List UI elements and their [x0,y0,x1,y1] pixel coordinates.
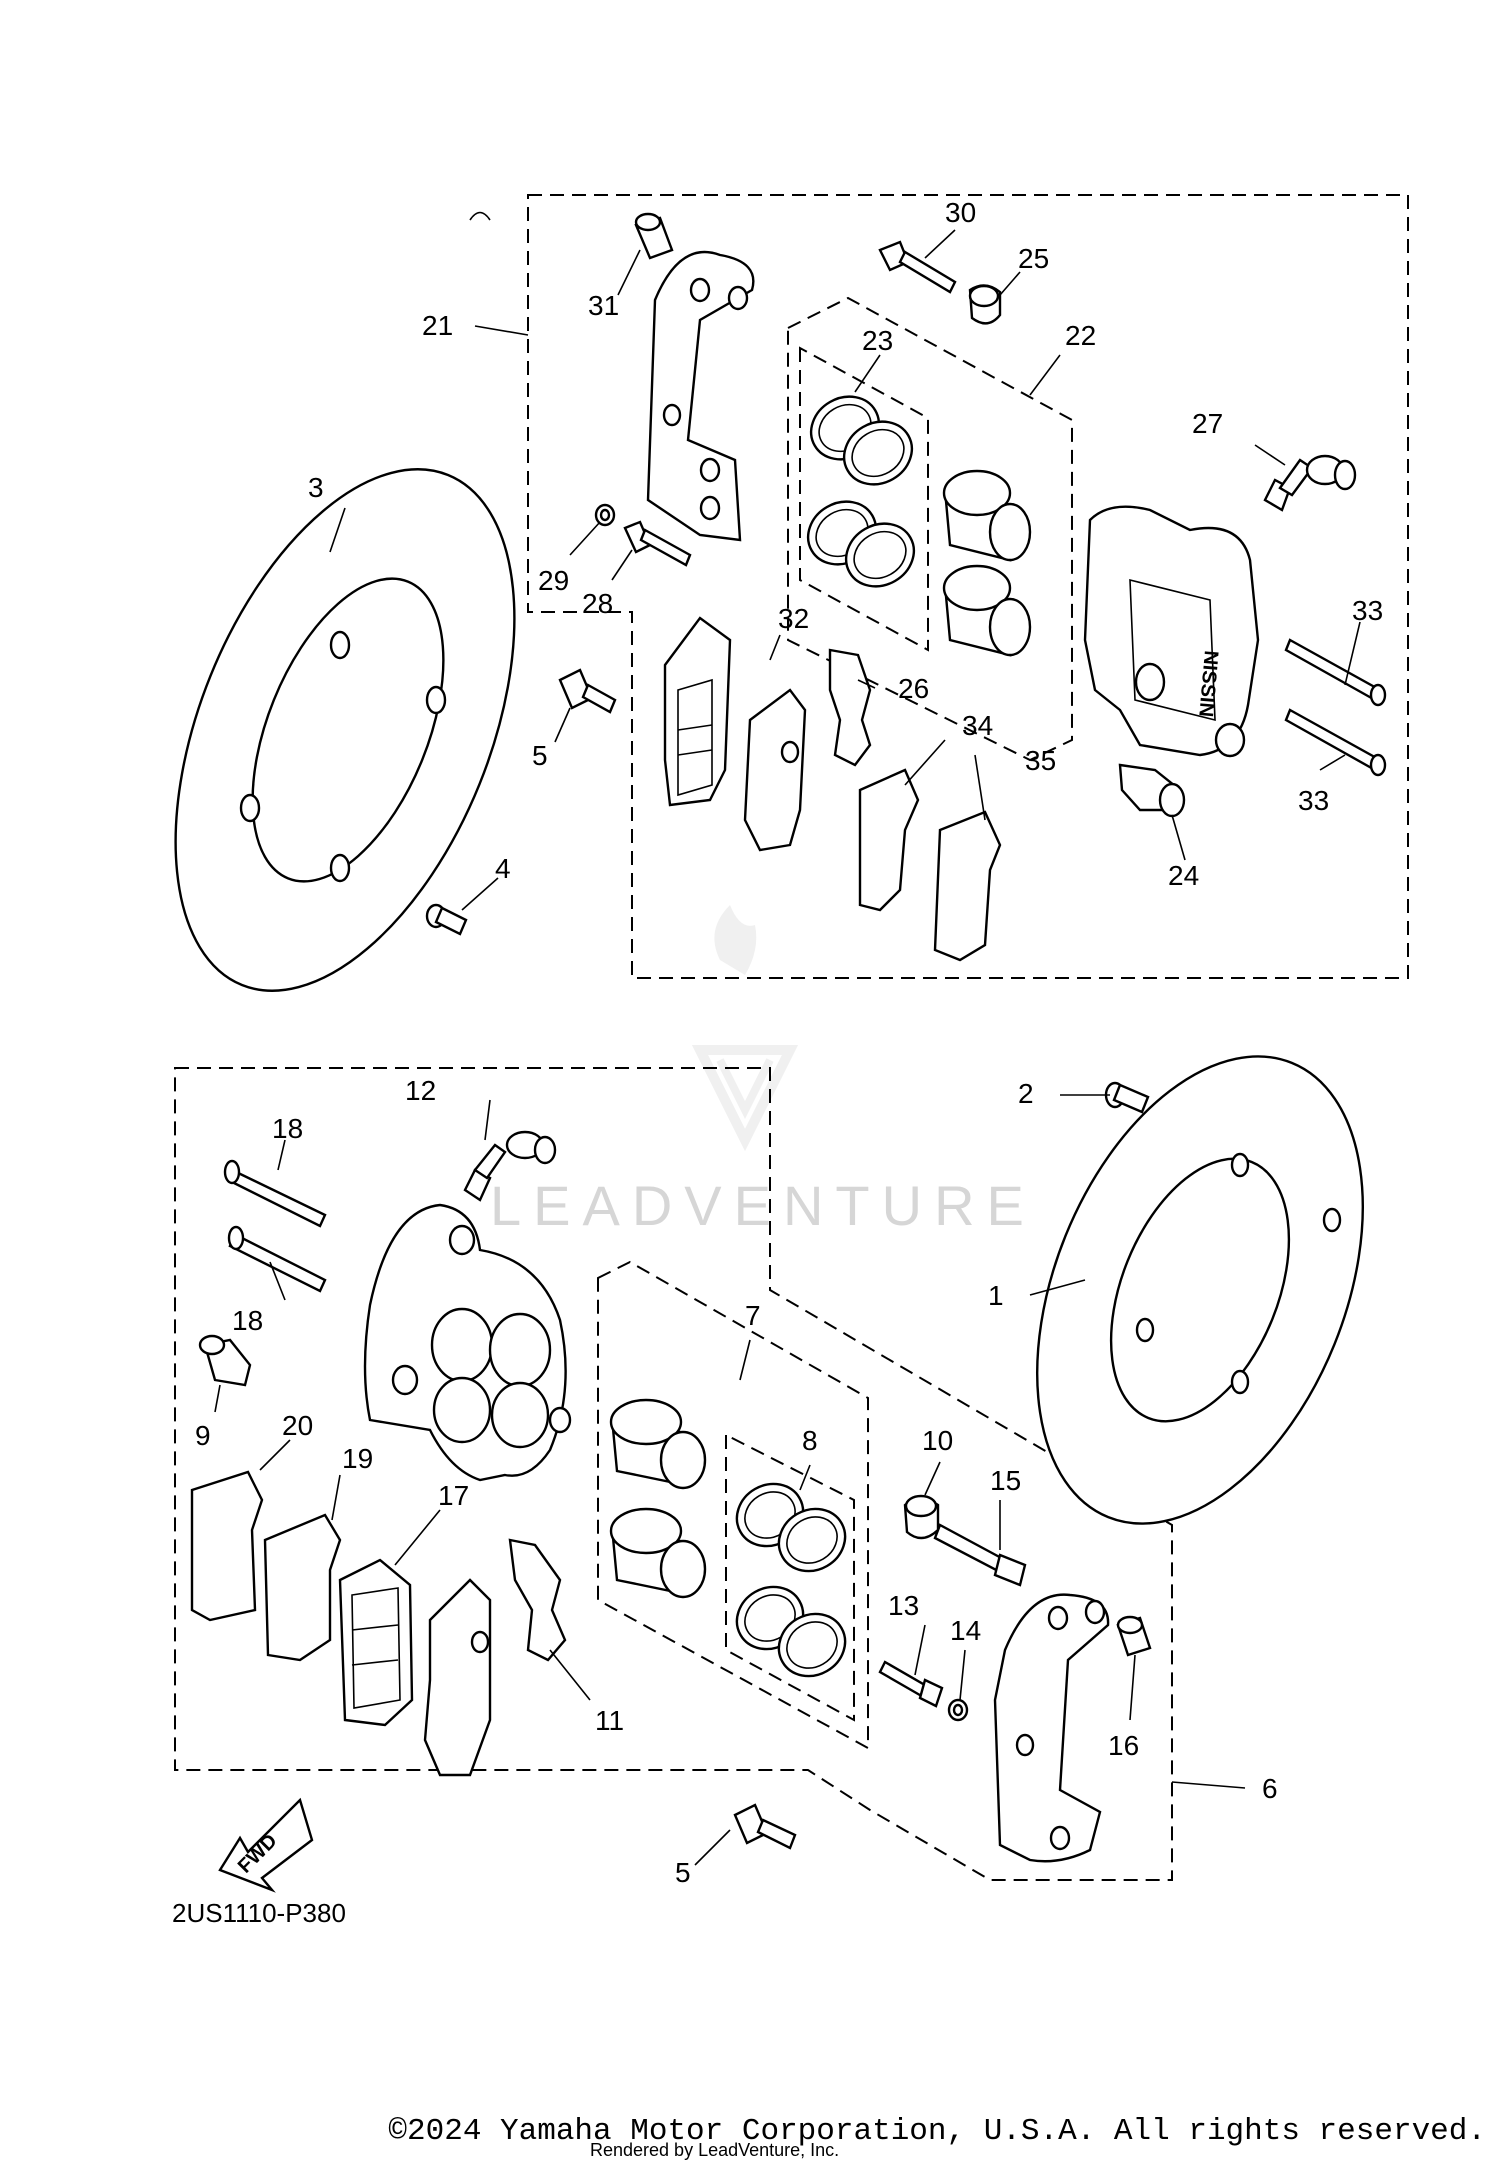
pad-spring-11 [508,1538,567,1662]
pistons-lower [609,1398,707,1599]
callout-15: 15 [990,1465,1021,1496]
pad-shim-lower [423,1578,492,1777]
bleeder-12 [463,1130,557,1202]
callout-27: 27 [1192,408,1223,439]
pad-shim-32 [743,688,807,852]
caliper-body-upper: NISSIN [1083,505,1260,758]
bolt-2 [1104,1081,1150,1114]
piston-seals-23 [806,395,916,588]
callout-16: 16 [1108,1730,1139,1761]
caliper-body-lower [363,1203,572,1482]
callout-7: 7 [745,1300,761,1331]
assembly-22-boundary [787,296,1073,762]
boot-25 [968,284,1002,325]
callout-24: 24 [1168,860,1199,891]
pin-28 [623,520,692,567]
callout-6: 6 [1262,1773,1278,1804]
plug-24 [1118,763,1186,818]
pad-35 [933,810,1002,962]
seal-group-23-boundary [799,346,929,652]
washer-29 [594,503,616,527]
pins-18 [223,1159,327,1293]
callout-19: 19 [342,1443,373,1474]
rendered-by-notice: Rendered by LeadVenture, Inc. [590,2140,840,2160]
callout-18-bottom: 18 [232,1305,263,1336]
callout-20: 20 [282,1410,313,1441]
pins-33 [1284,638,1387,777]
pin-bolt-15 [933,1523,1027,1587]
callout-26: 26 [898,673,929,704]
callout-23: 23 [862,325,893,356]
bleeder-27 [1263,454,1357,512]
caliper-bracket-upper [646,250,755,542]
assembly-21-boundary [527,194,1409,979]
pin-13 [878,1660,944,1708]
washer-14 [947,1698,969,1722]
callout-10: 10 [922,1425,953,1456]
pistons-upper [942,469,1032,657]
brake-disc-3 [174,468,516,992]
brake-pad-upper [663,616,732,807]
pad-spring-26 [828,648,872,767]
callout-11: 11 [595,1705,624,1736]
fwd-arrow-icon: FWD [218,1797,314,1893]
callout-33-bottom: 33 [1298,785,1329,816]
callout-labels: 1 2 3 4 5 5 6 7 8 9 10 11 12 13 14 15 16… [195,197,1383,1888]
callout-13: 13 [888,1590,919,1621]
callout-31: 31 [588,290,619,321]
boot-10 [903,1494,940,1540]
callout-5-lower: 5 [675,1857,691,1888]
callout-30: 30 [945,197,976,228]
callout-35: 35 [1025,745,1056,776]
callout-1: 1 [988,1280,1004,1311]
pad-20 [190,1470,264,1622]
callout-34: 34 [962,710,993,741]
bolt-4 [425,903,468,936]
callout-28: 28 [582,588,613,619]
brake-pad-17 [338,1558,414,1727]
callout-4: 4 [495,853,511,884]
callout-8: 8 [802,1425,818,1456]
caliper-bracket-lower [993,1593,1110,1863]
seal-group-8-boundary [725,1433,855,1722]
callout-3: 3 [308,472,324,503]
leader-lines [214,211,1361,1866]
callout-22: 22 [1065,320,1096,351]
assembly-7-boundary [597,1260,869,1750]
callout-2: 2 [1018,1078,1034,1109]
bolt-5-upper [558,668,617,714]
watermark-text: LEADVENTURE [490,1174,1036,1237]
watermark-logo [691,905,799,1152]
brake-disc-1 [1036,1055,1364,1525]
plug-9 [198,1334,252,1387]
callout-9: 9 [195,1420,211,1451]
bushing-16 [1116,1615,1152,1657]
assembly-6-boundary [174,1067,1173,1881]
part-code: 2US1110-P380 [172,1898,346,1928]
callout-14: 14 [950,1615,981,1646]
callout-32: 32 [778,603,809,634]
piston-seals-8 [735,1482,847,1678]
bushing-31 [634,212,674,260]
pad-34 [858,768,920,912]
pad-19 [263,1513,342,1662]
copyright-notice: ©2024 Yamaha Motor Corporation, U.S.A. A… [388,2114,1486,2149]
callout-21: 21 [422,310,453,341]
callout-33-top: 33 [1352,595,1383,626]
pin-bolt-30 [878,240,957,294]
callout-5-upper: 5 [532,740,548,771]
callout-12: 12 [405,1075,436,1106]
callout-18-top: 18 [272,1113,303,1144]
callout-29: 29 [538,565,569,596]
bolt-5-lower [733,1803,797,1850]
callout-25: 25 [1018,243,1049,274]
callout-17: 17 [438,1480,469,1511]
